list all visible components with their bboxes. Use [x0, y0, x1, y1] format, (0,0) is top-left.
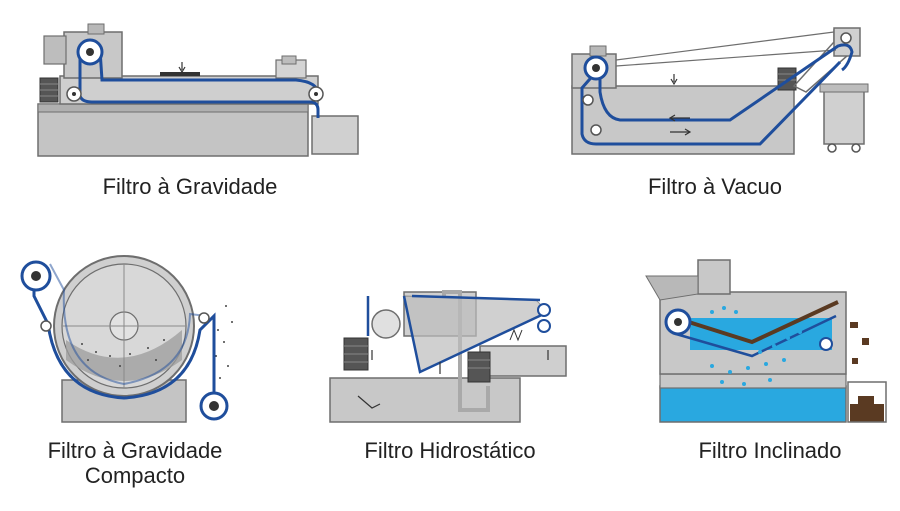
caption-compact-line1: Filtro à Gravidade: [47, 438, 223, 463]
caption-compact-gravity-filter: Filtro à Gravidade Compacto: [10, 438, 260, 488]
inclined-filter-illustration: [645, 259, 887, 423]
hydrostatic-filter-illustration: [329, 290, 567, 423]
caption-gravity-filter: Filtro à Gravidade: [102, 174, 278, 199]
caption-inclined-filter: Filtro Inclinado: [698, 438, 842, 463]
caption-hydrostatic-filter: Filtro Hidrostático: [364, 438, 536, 463]
caption-vacuum-filter: Filtro à Vacuo: [647, 174, 783, 199]
compact-gravity-filter-illustration: [20, 255, 233, 423]
gravity-filter-illustration: [37, 23, 359, 157]
caption-compact-line2: Compacto: [84, 463, 186, 488]
vacuum-filter-illustration: [571, 27, 869, 155]
